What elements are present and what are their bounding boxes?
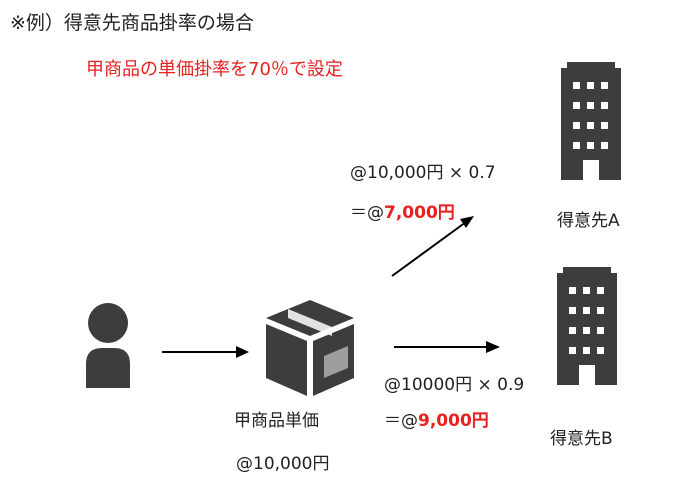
calc-a-line1: @10,000円 × 0.7 bbox=[350, 163, 496, 183]
calc-b-line1: @10000円 × 0.9 bbox=[384, 375, 525, 395]
calc-a-result: 7,000円 bbox=[384, 203, 455, 223]
product-price: @10,000円 bbox=[236, 454, 330, 474]
product-name: 甲商品単価 bbox=[234, 411, 319, 431]
page-title: ※例）得意先商品掛率の場合 bbox=[10, 12, 254, 34]
calc-b-prefix: ＝@ bbox=[384, 411, 418, 431]
box-icon bbox=[266, 300, 354, 396]
calc-a-prefix: ＝@ bbox=[350, 203, 384, 223]
building-icon bbox=[557, 267, 617, 385]
customer-a-label: 得意先A bbox=[557, 211, 620, 231]
arrow-to-customer-a bbox=[391, 216, 474, 277]
building-icon bbox=[561, 62, 621, 180]
calc-a-line2: ＝@7,000円 bbox=[350, 198, 455, 223]
arrow-to-product bbox=[162, 346, 249, 358]
calc-b-result: 9,000円 bbox=[418, 411, 489, 431]
person-icon bbox=[86, 303, 130, 388]
calc-b-line2: ＝@9,000円 bbox=[384, 406, 489, 431]
page-subtitle: 甲商品の単価掛率を70％で設定 bbox=[86, 59, 343, 80]
customer-b-label: 得意先B bbox=[550, 429, 613, 449]
arrow-to-customer-b bbox=[394, 341, 500, 353]
